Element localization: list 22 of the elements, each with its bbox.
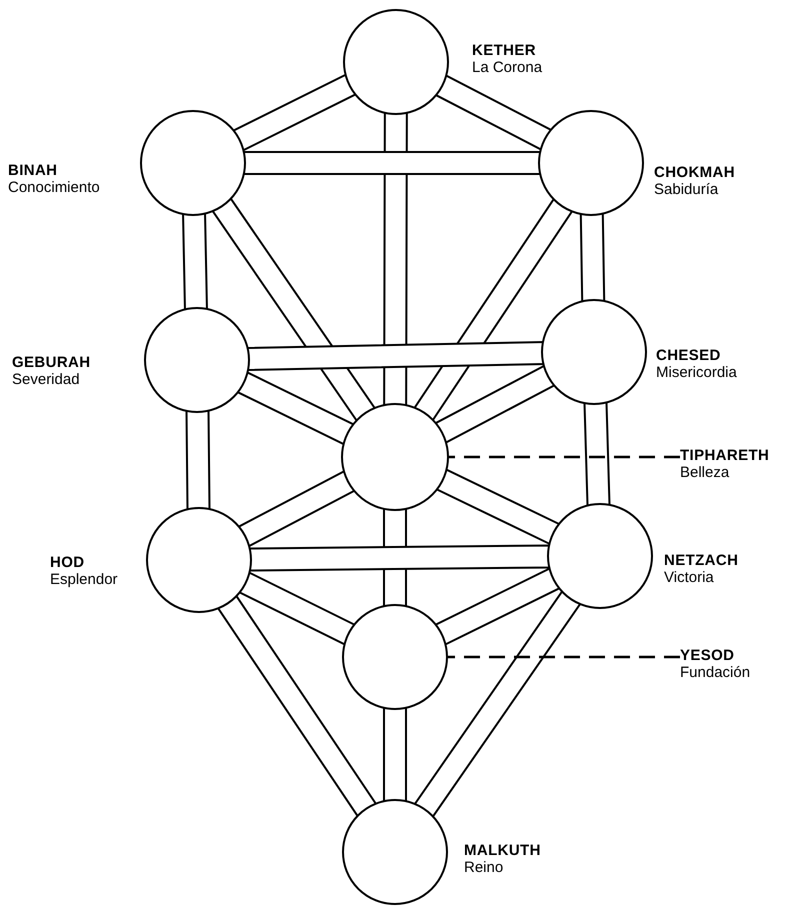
node-subtitle: Victoria: [664, 569, 715, 586]
node-title: BINAH: [8, 162, 58, 179]
node-title: KETHER: [472, 42, 537, 59]
node-title: NETZACH: [664, 552, 738, 569]
node-subtitle: Severidad: [12, 371, 81, 388]
leader-line: [448, 656, 680, 658]
node-subtitle: Misericordia: [656, 364, 737, 381]
node-title: HOD: [50, 554, 86, 571]
node-subtitle: Reino: [464, 859, 504, 876]
node-title: CHOKMAH: [654, 164, 735, 181]
node-subtitle: Sabiduría: [654, 181, 720, 198]
node-subtitle: La Corona: [472, 59, 542, 76]
node-title: MALKUTH: [464, 842, 541, 859]
node-subtitle: Belleza: [680, 464, 730, 481]
node-title: GEBURAH: [12, 354, 90, 371]
node-title: CHESED: [656, 347, 722, 364]
leader-line: [449, 456, 680, 458]
node-title: TIPHARETH: [680, 447, 770, 464]
node-subtitle: Fundación: [680, 664, 750, 681]
node-subtitle: Conocimiento: [8, 179, 100, 196]
node-subtitle: Esplendor: [50, 571, 118, 588]
node-title: YESOD: [680, 647, 736, 664]
